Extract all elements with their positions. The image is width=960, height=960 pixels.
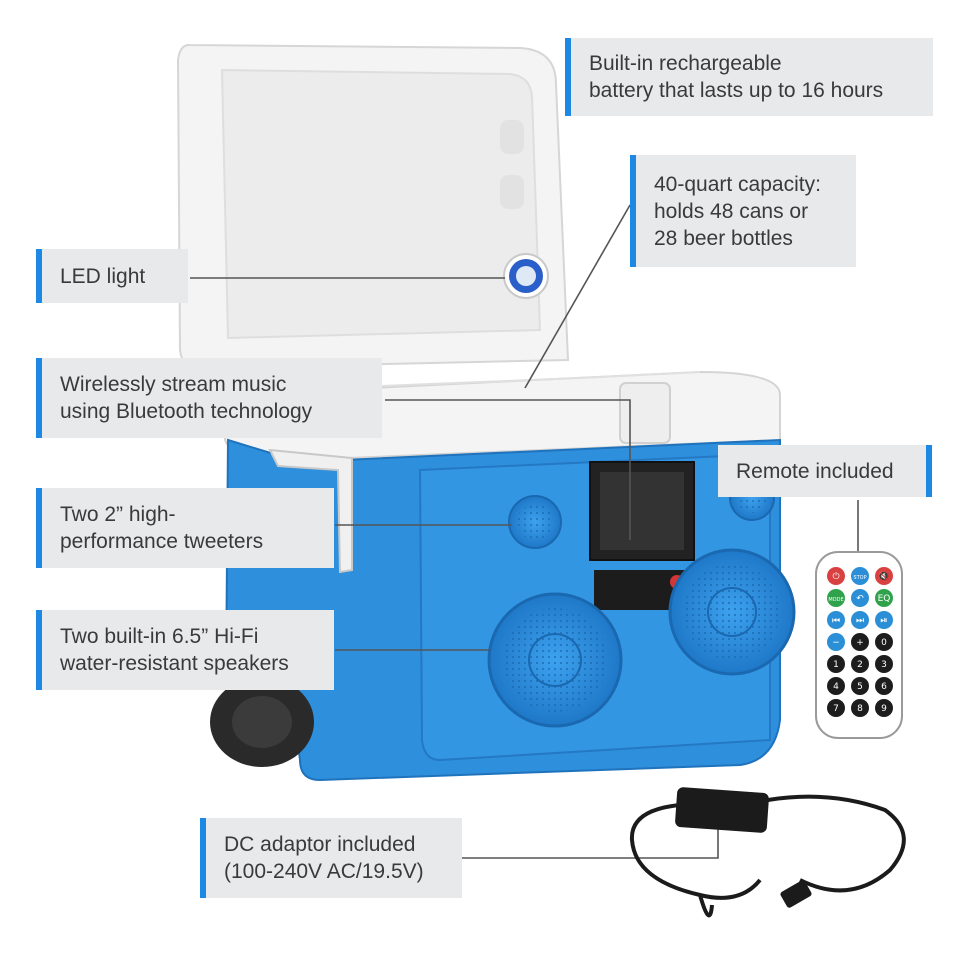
callout-line: Built-in rechargeable	[589, 52, 782, 75]
remote-button	[851, 677, 869, 695]
remote-button	[875, 611, 893, 629]
led-light-callout: LED light	[36, 249, 188, 303]
adaptor-callout: DC adaptor included (100-240V AC/19.5V)	[200, 818, 462, 898]
cooler-lid	[176, 43, 570, 370]
dc-adaptor	[629, 787, 906, 918]
remote-button	[875, 633, 893, 651]
remote-button-label: 5	[857, 682, 863, 692]
speaker-left	[487, 592, 623, 728]
remote-button-label: 8	[857, 704, 863, 714]
tweeters-callout: Two 2” high- performance tweeters	[36, 488, 334, 568]
remote-button-label: ⏭	[856, 616, 864, 626]
remote-button	[851, 633, 869, 651]
remote-button-label: +	[856, 638, 864, 648]
remote-button-label: STOP	[853, 575, 866, 581]
callout-line: 28 beer bottles	[654, 226, 793, 250]
remote-button	[827, 677, 845, 695]
remote-button	[851, 611, 869, 629]
remote-button-label: ⏻	[832, 571, 839, 582]
remote-button-label: ↶	[856, 594, 864, 604]
remote-button-label: 7	[833, 704, 839, 714]
control-panel	[589, 461, 695, 610]
callout-line: (100-240V AC/19.5V)	[224, 860, 424, 883]
tweeter-left	[508, 495, 562, 549]
callout-line: battery that lasts up to 16 hours	[589, 79, 884, 102]
remote-button	[827, 633, 845, 651]
remote-button	[851, 589, 869, 607]
remote-button	[827, 589, 845, 607]
remote-button	[827, 611, 845, 629]
remote-button	[851, 655, 869, 673]
callout-line: Remote included	[736, 459, 894, 483]
remote-button-label: ⏯	[880, 616, 887, 626]
capacity-callout: 40-quart capacity: holds 48 cans or 28 b…	[630, 155, 856, 267]
remote-button	[875, 655, 893, 673]
remote-button-label: 9	[881, 704, 887, 714]
remote-button	[827, 567, 845, 585]
leader-lines	[190, 204, 859, 859]
callout-line: using Bluetooth technology	[60, 400, 313, 423]
remote-callout: Remote included	[718, 445, 932, 497]
remote-button-label: 🔇	[878, 570, 889, 582]
remote-button	[827, 699, 845, 717]
remote-button-label: EQ	[878, 594, 891, 604]
battery-callout: Built-in rechargeable battery that lasts…	[565, 38, 933, 116]
remote-button-label: 4	[833, 682, 839, 692]
remote-button-label: ⏮	[832, 616, 840, 626]
remote-button	[827, 655, 845, 673]
cooler-wheel	[210, 677, 314, 767]
cooler-handle	[268, 448, 353, 574]
remote-button-label: 0	[881, 638, 887, 648]
remote-button	[875, 677, 893, 695]
callout-line: performance tweeters	[60, 530, 264, 553]
callout-line: DC adaptor included	[224, 833, 416, 856]
remote-button	[851, 567, 869, 585]
callout-line: Two 2” high-	[60, 503, 176, 526]
remote-button-label: 6	[881, 682, 887, 692]
remote-button-label: MODE	[828, 597, 843, 603]
remote-control: ⏻ STOP 🔇 MODE ↶ EQ ⏮ ⏭ ⏯ − +0 1 2 3 4 5 6 7 8 9	[815, 551, 903, 739]
remote-button-label: 1	[833, 660, 839, 670]
callout-line: holds 48 cans or	[654, 199, 809, 223]
speaker-right	[668, 548, 796, 676]
remote-button	[875, 699, 893, 717]
speakers-callout: Two built-in 6.5” Hi-Fi water-resistant …	[36, 610, 334, 690]
remote-button-label: −	[832, 638, 840, 648]
bluetooth-callout: Wirelessly stream music using Bluetooth …	[36, 358, 382, 438]
remote-button	[851, 699, 869, 717]
callout-line: 40-quart capacity:	[654, 172, 821, 196]
callout-line: LED light	[60, 264, 146, 288]
remote-button-label: 2	[857, 660, 863, 670]
remote-button	[875, 589, 893, 607]
remote-button-label: 3	[881, 660, 887, 670]
callout-line: Two built-in 6.5” Hi-Fi	[60, 625, 259, 648]
remote-button	[875, 567, 893, 585]
led-light	[503, 253, 549, 299]
callout-line: Wirelessly stream music	[60, 373, 287, 396]
callout-line: water-resistant speakers	[60, 652, 289, 675]
